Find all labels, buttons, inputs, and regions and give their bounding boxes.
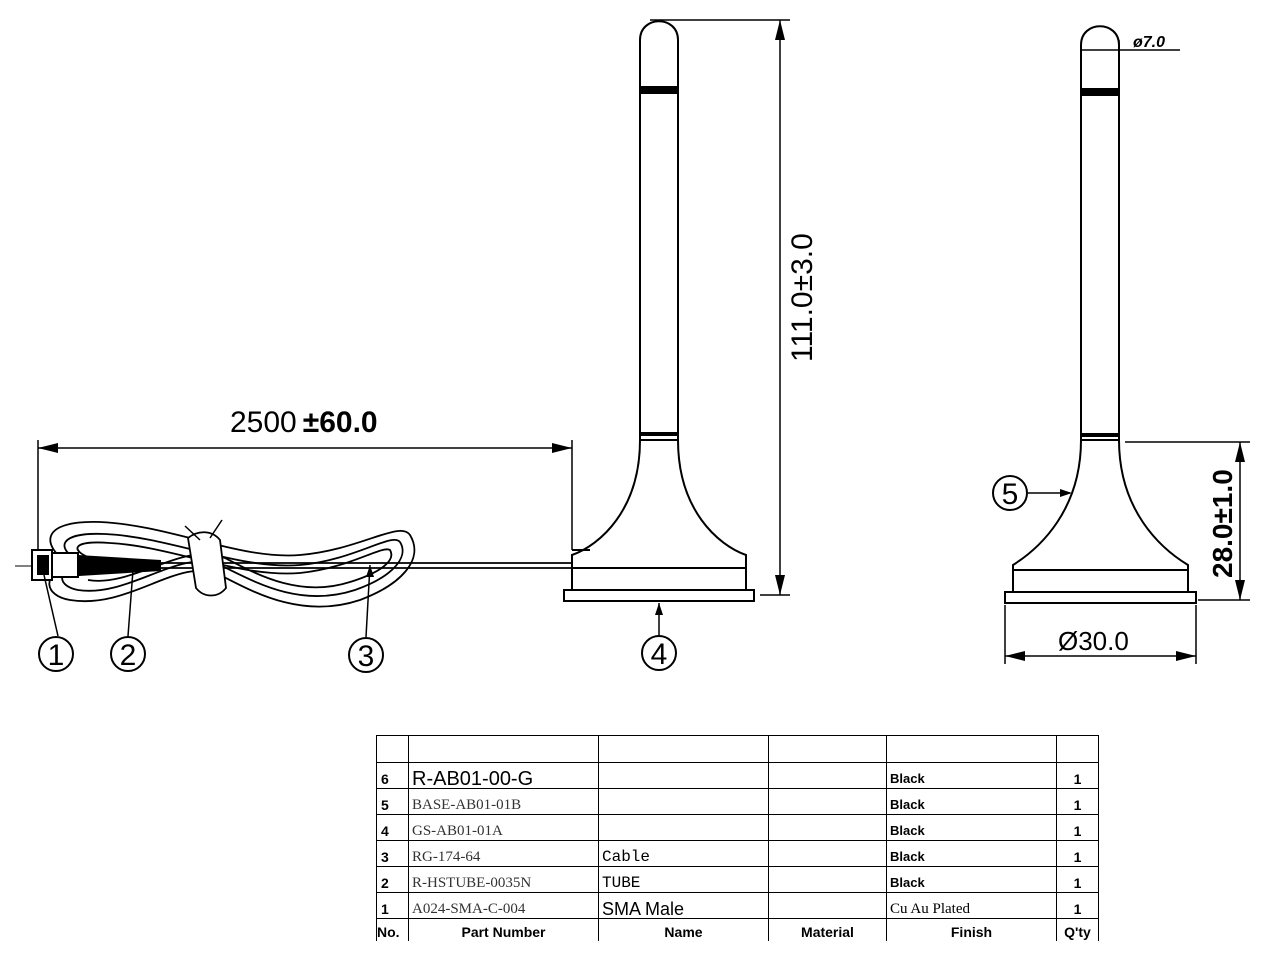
header-qty: Q'ty xyxy=(1056,918,1099,941)
cell-material xyxy=(768,814,887,841)
cable-coil xyxy=(48,519,572,608)
cell-qty: 1 xyxy=(1056,788,1099,815)
cell-qty: 1 xyxy=(1056,840,1099,867)
cell-material xyxy=(768,866,887,893)
svg-text:2: 2 xyxy=(120,639,137,672)
cell-material xyxy=(768,840,887,867)
callout-3: 3 xyxy=(348,637,384,673)
callout-2: 2 xyxy=(110,636,146,672)
height-dimension xyxy=(650,19,790,596)
height-label: 111.0±3.0 xyxy=(786,233,819,362)
antenna-drawing: 2500±60.0 xyxy=(15,19,1250,673)
cell-no: 4 xyxy=(376,814,409,841)
cell-part-number: R-HSTUBE-0035N xyxy=(408,866,599,893)
cell-part-number: GS-AB01-01A xyxy=(408,814,599,841)
table-header-row: No. Part Number Name Material Finish Q't… xyxy=(376,918,1099,941)
cell-name xyxy=(598,814,769,841)
header-no: No. xyxy=(376,918,409,941)
table-row: 6 R-AB01-00-G Black 1 xyxy=(376,762,1099,789)
whip-diameter-dimension xyxy=(1081,40,1180,60)
cell-name: TUBE xyxy=(598,866,769,893)
cell-name: Cable xyxy=(598,840,769,867)
callout-5: 5 xyxy=(992,475,1028,511)
cable-length-label: 2500±60.0 xyxy=(230,406,378,439)
table-row: 1 A024-SMA-C-004 SMA Male Cu Au Plated 1 xyxy=(376,892,1099,919)
cell-no: 3 xyxy=(376,840,409,867)
cell-no: 2 xyxy=(376,866,409,893)
cell-material xyxy=(768,788,887,815)
svg-text:1: 1 xyxy=(48,639,65,672)
table-row xyxy=(376,735,1099,763)
cell-no: 5 xyxy=(376,788,409,815)
header-finish: Finish xyxy=(886,918,1057,941)
cell-finish: Black xyxy=(886,840,1057,867)
callout-1: 1 xyxy=(38,636,74,672)
cell-finish: Black xyxy=(886,814,1057,841)
cell-qty: 1 xyxy=(1056,892,1099,919)
header-part-number: Part Number xyxy=(408,918,599,941)
table-row: 5 BASE-AB01-01B Black 1 xyxy=(376,788,1099,815)
cell-qty: 1 xyxy=(1056,762,1099,789)
cell-part-number: RG-174-64 xyxy=(408,840,599,867)
base-diameter-dimension xyxy=(1004,605,1197,664)
svg-text:4: 4 xyxy=(651,638,668,671)
cell-qty: 1 xyxy=(1056,814,1099,841)
header-material: Material xyxy=(768,918,887,941)
bill-of-materials-table: 6 R-AB01-00-G Black 1 5 BASE-AB01-01B Bl… xyxy=(376,735,1099,941)
cell-part-number: A024-SMA-C-004 xyxy=(408,892,599,919)
base-height-dimension xyxy=(1125,441,1250,601)
cell-no: 6 xyxy=(376,762,409,789)
cell-no: 1 xyxy=(376,892,409,919)
table-row: 4 GS-AB01-01A Black 1 xyxy=(376,814,1099,841)
cell-part-number: BASE-AB01-01B xyxy=(408,788,599,815)
header-name: Name xyxy=(598,918,769,941)
cell-qty: 1 xyxy=(1056,866,1099,893)
cell-material xyxy=(768,892,887,919)
cell-name xyxy=(598,762,769,789)
cell-finish: Black xyxy=(886,866,1057,893)
cell-finish: Cu Au Plated xyxy=(886,892,1057,919)
svg-text:3: 3 xyxy=(358,640,375,673)
sma-connector xyxy=(15,549,79,581)
base-diameter-label: Ø30.0 xyxy=(1058,626,1129,656)
cell-finish: Black xyxy=(886,788,1057,815)
table-row: 3 RG-174-64 Cable Black 1 xyxy=(376,840,1099,867)
whip-diameter-label: ø7.0 xyxy=(1133,34,1165,51)
callout-4: 4 xyxy=(641,635,677,671)
svg-text:5: 5 xyxy=(1002,478,1019,511)
cell-material xyxy=(768,762,887,789)
cable-length-dimension xyxy=(37,440,573,560)
base-height-label: 28.0±1.0 xyxy=(1207,469,1238,578)
antenna-front-view xyxy=(563,20,755,602)
table-row: 2 R-HSTUBE-0035N TUBE Black 1 xyxy=(376,866,1099,893)
cell-part-number: R-AB01-00-G xyxy=(408,762,599,789)
cell-finish: Black xyxy=(886,762,1057,789)
cell-name xyxy=(598,788,769,815)
cell-name: SMA Male xyxy=(598,892,769,919)
antenna-side-view xyxy=(1004,25,1197,604)
heat-shrink-tube xyxy=(77,554,161,577)
